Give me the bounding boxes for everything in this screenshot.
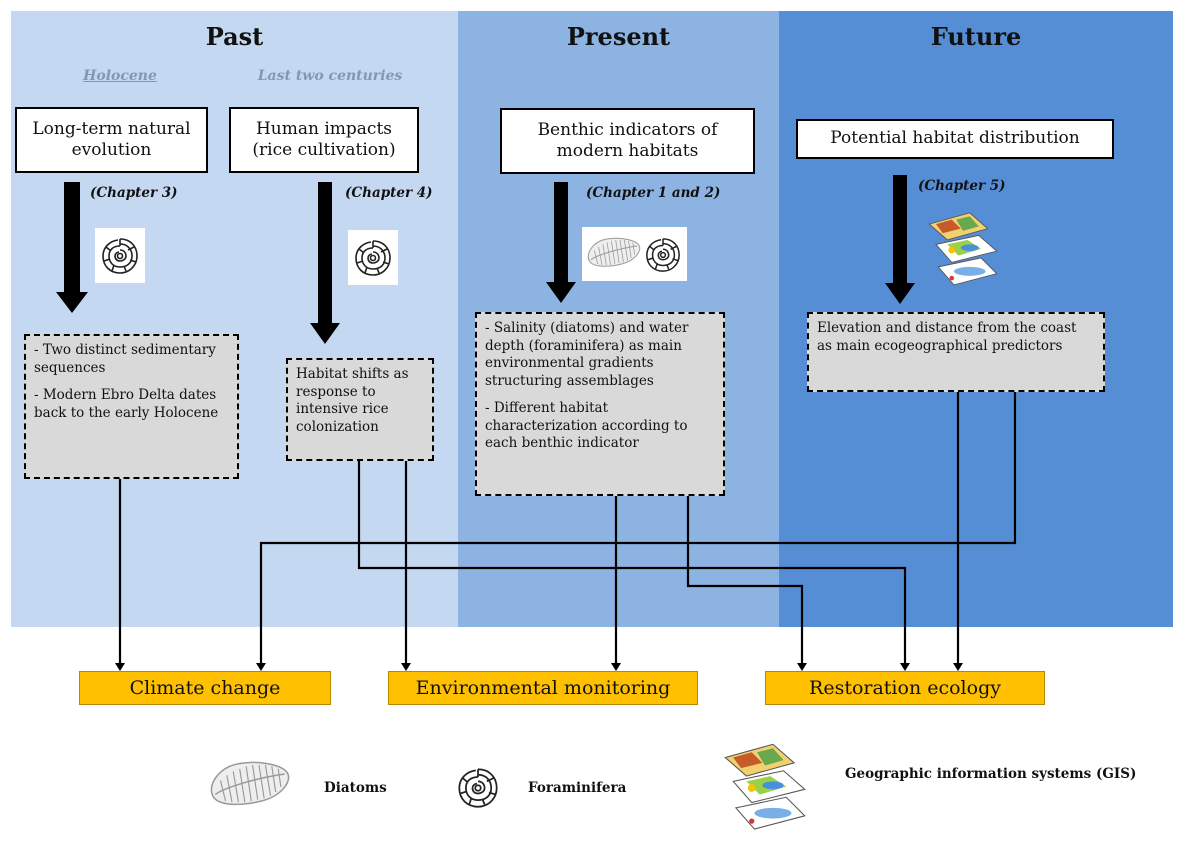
gis-layers-icon xyxy=(724,743,806,830)
topic-benthic-indicators: Benthic indicators of modern habitats xyxy=(500,108,755,174)
chapter-1-2-label: (Chapter 1 and 2) xyxy=(586,185,721,201)
foraminifera-icon xyxy=(102,238,138,274)
arrow-past-head xyxy=(56,292,88,313)
present-title: Present xyxy=(566,22,671,51)
foraminifera-icon xyxy=(355,240,391,276)
finding-habitat-characterization: - Different habitat characterization acc… xyxy=(485,400,688,452)
legend-diatoms-label: Diatoms xyxy=(324,780,387,796)
finding-habitat-shifts-text: Habitat shifts as response to intensive … xyxy=(296,366,409,435)
topic-human-impacts: Human impacts (rice cultivation) xyxy=(229,107,419,173)
application-environmental-monitoring: Environmental monitoring xyxy=(388,671,698,705)
thin-connectors xyxy=(118,392,1017,664)
era-holocene: Holocene xyxy=(83,68,157,84)
diatom-icon xyxy=(210,761,290,806)
legend-gis-label: Geographic information systems (GIS) xyxy=(845,766,1137,782)
arrow-future-head xyxy=(885,283,915,304)
finding-salinity-depth: - Salinity (diatoms) and water depth (fo… xyxy=(485,320,689,389)
arrow-human-head xyxy=(310,323,340,344)
finding-predictors-text: Elevation and distance from the coast as… xyxy=(817,320,1077,354)
arrow-human-shaft xyxy=(318,182,332,325)
arrow-future-shaft xyxy=(893,175,907,285)
finding-ecogeographical-predictors: Elevation and distance from the coast as… xyxy=(807,312,1105,392)
chapter-4-label: (Chapter 4) xyxy=(345,185,433,201)
arrow-present-shaft xyxy=(554,182,568,284)
finding-holocene-dating: - Modern Ebro Delta dates back to the ea… xyxy=(34,387,219,421)
topic-natural-evolution: Long-term natural evolution xyxy=(15,107,208,173)
finding-natural-evolution: - Two distinct sedimentary sequences - M… xyxy=(24,334,239,479)
application-restoration-ecology: Restoration ecology xyxy=(765,671,1045,705)
foraminifera-icon xyxy=(458,768,498,808)
foraminifera-icon xyxy=(646,238,680,272)
chapter-3-label: (Chapter 3) xyxy=(90,185,178,201)
arrow-past-shaft xyxy=(64,182,80,294)
application-climate-change: Climate change xyxy=(79,671,331,705)
past-title: Past xyxy=(205,22,264,51)
chapter-5-label: (Chapter 5) xyxy=(918,178,1006,194)
era-last-two-centuries: Last two centuries xyxy=(257,68,403,84)
thick-arrows xyxy=(56,175,915,344)
topic-habitat-distribution: Potential habitat distribution xyxy=(796,119,1114,159)
arrow-present-head xyxy=(546,282,576,303)
future-title: Future xyxy=(930,22,1022,51)
finding-benthic-gradients: - Salinity (diatoms) and water depth (fo… xyxy=(475,312,725,496)
diatom-icon xyxy=(587,237,641,267)
legend-foraminifera-label: Foraminifera xyxy=(528,780,627,796)
gis-layers-icon xyxy=(928,212,998,286)
finding-sedimentary-sequences: - Two distinct sedimentary sequences xyxy=(34,342,216,376)
connector-arrowheads xyxy=(115,663,963,671)
finding-habitat-shifts: Habitat shifts as response to intensive … xyxy=(286,358,434,461)
